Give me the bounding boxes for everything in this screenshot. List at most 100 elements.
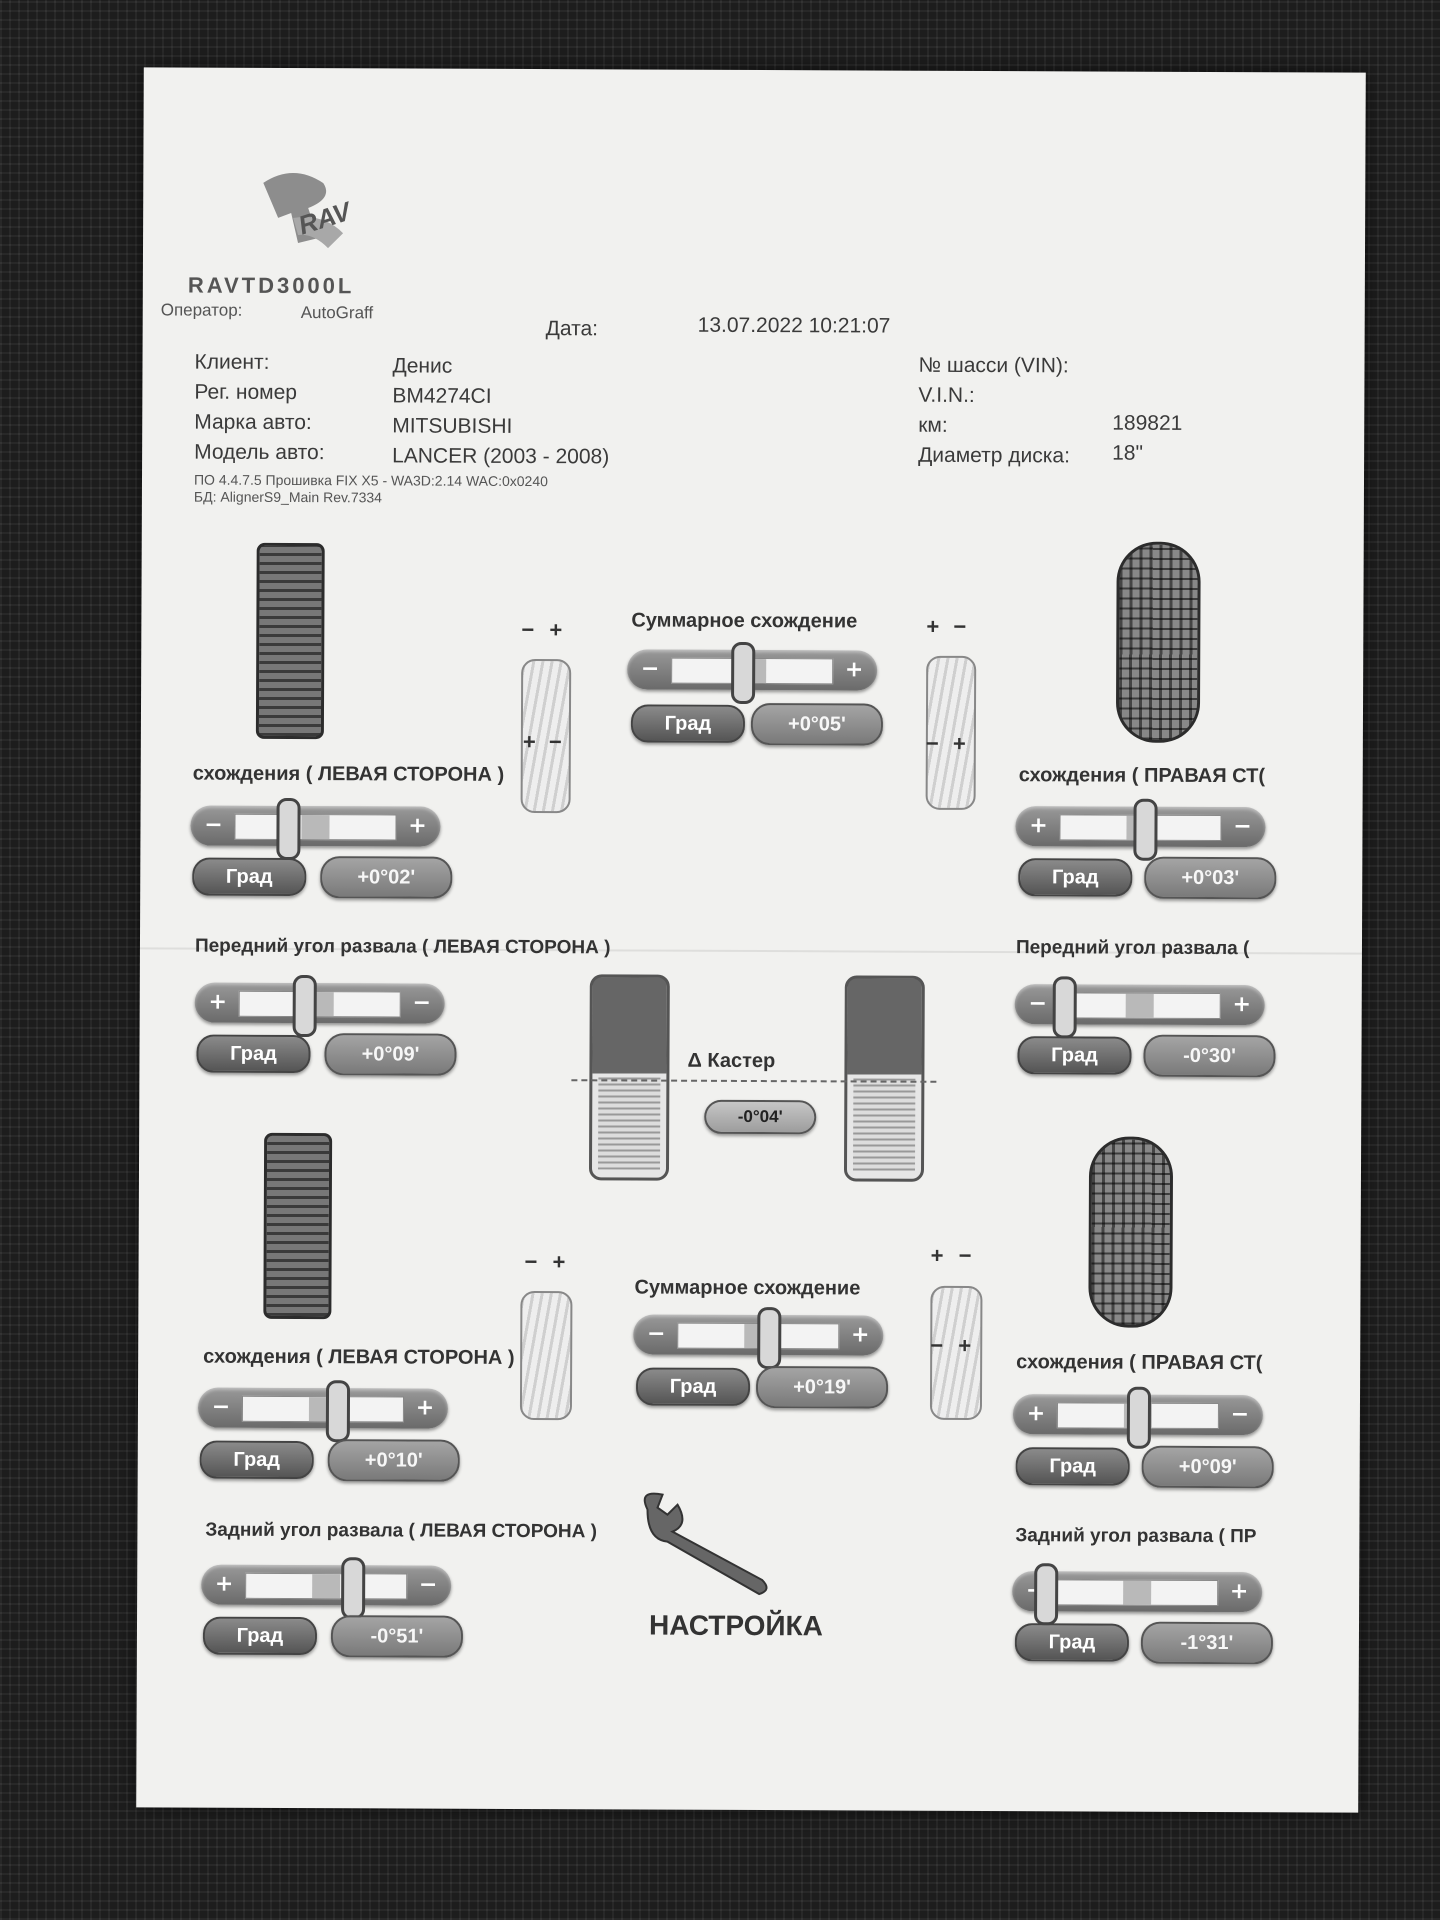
software-line: ПО 4.4.7.5 Прошивка FIX X5 - WA3D:2.14 W… bbox=[193, 471, 548, 490]
rear-left-toe-value: +0°10' bbox=[327, 1439, 460, 1482]
rear-right-camber-title: Задний угол развала ( ПР bbox=[1015, 1525, 1257, 1548]
logo-icon bbox=[263, 173, 344, 249]
rear-right-minus-top: − bbox=[958, 1242, 972, 1268]
rear-left-camber-gauge: + − bbox=[201, 1557, 452, 1620]
minus-icon: − bbox=[412, 990, 431, 1016]
front-left-tire bbox=[255, 542, 325, 740]
rav-logo: RAV bbox=[253, 163, 363, 263]
rear-left-toe-gauge: − + bbox=[197, 1380, 449, 1443]
gauge-needle bbox=[731, 641, 756, 705]
client-value: Денис bbox=[392, 354, 453, 378]
minus-icon: − bbox=[1230, 1402, 1250, 1428]
front-right-camber-value: -0°30' bbox=[1143, 1034, 1276, 1078]
rear-left-toe-tire bbox=[519, 1290, 573, 1421]
minus-icon: − bbox=[1028, 991, 1047, 1017]
gauge-needle bbox=[276, 797, 301, 861]
operator-value: AutoGraff bbox=[300, 303, 374, 323]
rear-total-grad-button[interactable]: Град bbox=[635, 1367, 751, 1406]
km-value: 189821 bbox=[1112, 411, 1183, 435]
rear-left-tire bbox=[263, 1132, 333, 1320]
front-total-toe-value: +0°05' bbox=[750, 702, 884, 746]
km-label: км: bbox=[918, 413, 948, 437]
plus-icon: + bbox=[1029, 813, 1048, 839]
caster-title: Δ Кастер bbox=[687, 1049, 776, 1073]
front-right-camber-grad-button[interactable]: Град bbox=[1017, 1036, 1132, 1075]
front-left-camber-gauge: + − bbox=[194, 975, 445, 1038]
minus-icon: − bbox=[647, 1321, 666, 1347]
setup-label: НАСТРОЙКА bbox=[648, 1609, 823, 1642]
operator-label: Оператор: bbox=[160, 300, 243, 320]
brand-label: Марка авто: bbox=[194, 410, 312, 435]
rear-right-toe-grad-button[interactable]: Град bbox=[1015, 1447, 1130, 1486]
rear-right-plus-mid: + bbox=[958, 1332, 972, 1358]
rear-total-toe-gauge: − + bbox=[633, 1307, 884, 1370]
front-total-toe-gauge: − + bbox=[627, 641, 878, 705]
model-label: Модель авто: bbox=[194, 440, 325, 465]
rear-right-toe-value: +0°09' bbox=[1141, 1445, 1274, 1489]
wrench-icon bbox=[643, 1492, 768, 1596]
rear-right-camber-value: -1°31' bbox=[1140, 1621, 1274, 1665]
date-value: 13.07.2022 10:21:07 bbox=[697, 313, 891, 338]
vin-label: № шасси (VIN): bbox=[918, 353, 1069, 378]
front-left-plus-top: + bbox=[549, 617, 563, 643]
minus-icon: − bbox=[1233, 814, 1252, 840]
front-right-minus-top: − bbox=[953, 613, 967, 639]
rear-right-minus-mid: − bbox=[930, 1332, 944, 1358]
gauge-needle bbox=[1052, 976, 1077, 1039]
reg-value: BM4274CI bbox=[392, 384, 492, 408]
date-label: Дата: bbox=[545, 317, 599, 341]
front-left-camber-value: +0°09' bbox=[324, 1033, 457, 1076]
rear-left-minus-top: − bbox=[524, 1249, 538, 1275]
rear-right-camber-grad-button[interactable]: Град bbox=[1014, 1623, 1130, 1662]
minus-icon: − bbox=[204, 812, 223, 838]
alignment-printout: RAV RAVTD3000L Оператор: AutoGraff Дата:… bbox=[136, 67, 1366, 1813]
minus-icon: − bbox=[640, 656, 660, 682]
front-right-toe-grad-button[interactable]: Град bbox=[1018, 858, 1133, 897]
gauge-needle bbox=[1034, 1563, 1059, 1626]
front-total-grad-button[interactable]: Град bbox=[630, 704, 746, 743]
rear-left-toe-grad-button[interactable]: Град bbox=[199, 1440, 314, 1480]
front-right-minus-bottom: − bbox=[925, 730, 939, 756]
disk-value: 18" bbox=[1112, 441, 1144, 465]
plus-icon: + bbox=[1232, 992, 1251, 1018]
vin2-label: V.I.N.: bbox=[918, 383, 975, 407]
client-label: Клиент: bbox=[194, 350, 270, 374]
front-left-camber-title: Передний угол развала ( ЛЕВАЯ СТОРОНА ) bbox=[194, 935, 611, 959]
front-right-plus-bottom: + bbox=[952, 730, 966, 756]
disk-label: Диаметр диска: bbox=[918, 443, 1071, 468]
plus-icon: + bbox=[1229, 1579, 1249, 1605]
caster-left-cylinder bbox=[588, 974, 670, 1181]
plus-icon: + bbox=[214, 1571, 234, 1597]
rear-right-plus-top: + bbox=[930, 1242, 944, 1268]
front-right-toe-title: схождения ( ПРАВАЯ СТ( bbox=[1018, 764, 1266, 788]
rear-right-toe-gauge: + − bbox=[1012, 1386, 1264, 1449]
front-left-toe-title: схождения ( ЛЕВАЯ СТОРОНА ) bbox=[192, 762, 505, 786]
plus-icon: + bbox=[208, 989, 227, 1015]
gauge-needle bbox=[1126, 1386, 1152, 1449]
front-total-toe-title: Суммарное схождение bbox=[631, 609, 858, 633]
db-line: БД: AlignerS9_Main Rev.7334 bbox=[193, 488, 383, 506]
caster-right-cylinder bbox=[843, 975, 925, 1182]
front-right-plus-top: + bbox=[926, 613, 940, 639]
front-right-toe-gauge: + − bbox=[1015, 798, 1266, 861]
gauge-needle bbox=[325, 1380, 351, 1443]
front-left-plus-bottom: + bbox=[522, 729, 536, 755]
rear-right-toe-title: схождения ( ПРАВАЯ СТ( bbox=[1016, 1351, 1263, 1375]
minus-icon: − bbox=[211, 1394, 231, 1420]
model-value: LANCER (2003 - 2008) bbox=[392, 444, 610, 469]
rear-right-camber-gauge: − + bbox=[1012, 1563, 1263, 1626]
rear-left-camber-grad-button[interactable]: Град bbox=[202, 1616, 318, 1656]
front-left-camber-grad-button[interactable]: Град bbox=[196, 1034, 311, 1074]
rear-total-toe-value: +0°19' bbox=[755, 1366, 889, 1409]
device-model: RAVTD3000L bbox=[187, 272, 355, 299]
caster-value: -0°04' bbox=[704, 1099, 817, 1135]
gauge-needle bbox=[757, 1307, 782, 1370]
front-left-toe-grad-button[interactable]: Град bbox=[192, 857, 307, 897]
rear-left-plus-top: + bbox=[552, 1249, 566, 1275]
plus-icon: + bbox=[851, 1322, 870, 1348]
front-left-toe-gauge: − + bbox=[190, 797, 441, 861]
brand-value: MITSUBISHI bbox=[392, 414, 513, 438]
plus-icon: + bbox=[415, 1395, 435, 1421]
rear-left-camber-title: Задний угол развала ( ЛЕВАЯ СТОРОНА ) bbox=[205, 1519, 598, 1543]
rear-total-toe-title: Суммарное схождение bbox=[634, 1276, 861, 1300]
